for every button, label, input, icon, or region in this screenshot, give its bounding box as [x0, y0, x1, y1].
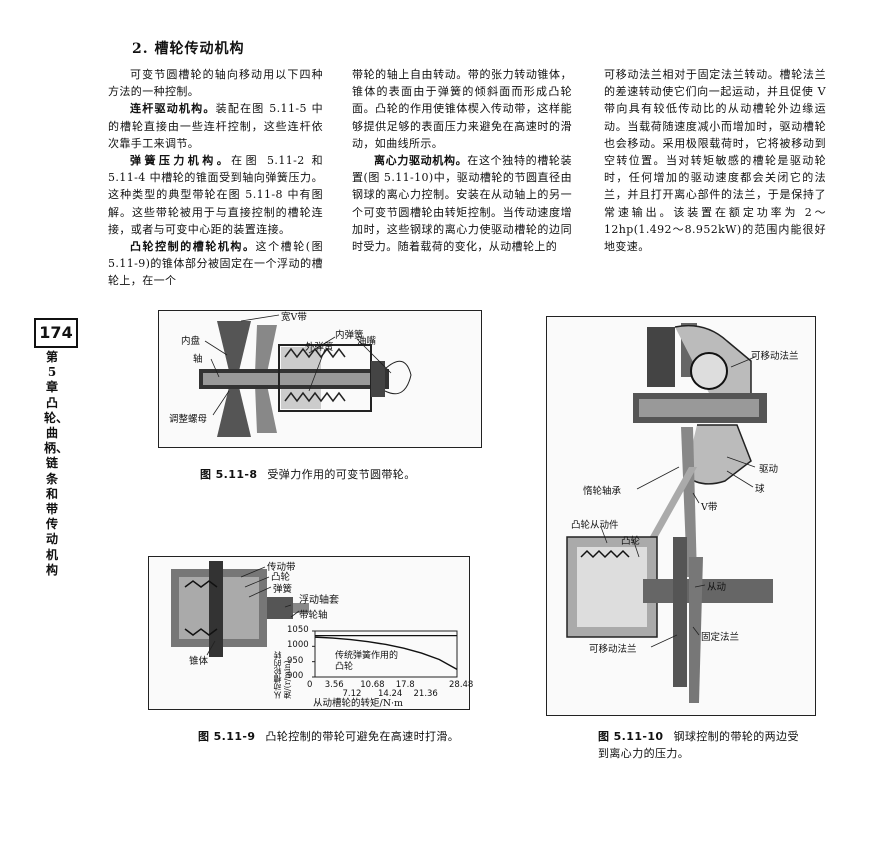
label-pulley-shaft: 带轮轴	[299, 610, 328, 621]
chapter-label: 第5章 凸轮、曲柄、链条和带传动机构	[44, 350, 69, 577]
y-tick-label: 1000	[287, 640, 309, 651]
label-belt: 传动带	[267, 562, 296, 573]
label-driven: 从动	[707, 582, 727, 593]
chart-frame	[314, 630, 458, 678]
paragraph-text: 带轮的轴上自由转动。带的张力转动锥体，锥体的表面由于弹簧的倾斜面而形成凸轮面。凸…	[352, 68, 572, 150]
paragraph-text: 可移动法兰相对于固定法兰转动。槽轮法兰的差速转动使它们向一起运动，并且促使 V …	[604, 68, 826, 254]
label-idler-bearing: 惰轮轴承	[583, 486, 622, 497]
x-tick-label: 0	[307, 680, 313, 690]
paragraph-heading: 凸轮控制的槽轮机构。	[130, 240, 256, 254]
caption-5-11-8: 图 5.11-8 受弹力作用的可变节圆带轮。	[200, 466, 460, 483]
page-number: 174	[34, 318, 78, 348]
y-tick-label: 1050	[287, 625, 309, 635]
label-outer-spring: 外弹簧	[305, 342, 334, 353]
x-tick-label: 3.56	[324, 680, 344, 690]
paragraph: 带轮的轴上自由转动。带的张力转动锥体，锥体的表面由于弹簧的倾斜面而形成凸轮面。凸…	[352, 66, 572, 152]
body-column-1: 可变节圆槽轮的轴向移动用以下四种方法的一种控制。连杆驱动机构。装配在图 5.11…	[108, 66, 323, 290]
caption-number: 图 5.11-8	[200, 468, 258, 481]
label-cone: 锥体	[189, 656, 209, 667]
label-fixed-flange: 固定法兰	[701, 632, 740, 643]
label-cam: 凸轮	[621, 536, 641, 547]
x-axis-label: 从动槽轮的转矩/N·m	[313, 698, 404, 709]
y-tick-label: 900	[287, 671, 304, 681]
label-oil-cup: 油嘴	[357, 336, 377, 347]
series-line-1	[314, 636, 458, 670]
paragraph-text: 可变节圆槽轮的轴向移动用以下四种方法的一种控制。	[108, 68, 323, 99]
cam-pulley-drawing	[149, 557, 469, 709]
label-drive: 驱动	[759, 464, 779, 475]
paragraph: 离心力驱动机构。在这个独特的槽轮装置(图 5.11-10)中，驱动槽轮的节圆直径…	[352, 152, 572, 255]
caption-5-11-9: 图 5.11-9 凸轮控制的带轮可避免在高速时打滑。	[198, 728, 468, 745]
figure-5-11-8: 宽V带 内盘 内弹簧 外弹簧 油嘴 轴 调整螺母	[158, 310, 482, 448]
label-ball: 球	[755, 484, 765, 495]
figure-5-11-9: 传动带 凸轮 弹簧 浮动轴套 带轮轴 锥体 传统弹簧作用的凸轮 从动槽轮的转速/…	[148, 556, 474, 710]
label-floating-sleeve: 浮动轴套	[299, 595, 339, 606]
x-tick-label: 7.12	[342, 689, 362, 699]
paragraph: 弹簧压力机构。在图 5.11-2 和 5.11-4 中槽轮的锥面受到轴向弹簧压力…	[108, 152, 323, 238]
label-movable-flange-top: 可移动法兰	[751, 351, 799, 362]
label-inner-cone: 内盘	[181, 336, 201, 347]
paragraph-text: 在图 5.11-2 和 5.11-4 中槽轮的锥面受到轴向弹簧压力。这种类型的典…	[108, 154, 323, 236]
torque-speed-chart	[312, 630, 458, 678]
paragraph: 可变节圆槽轮的轴向移动用以下四种方法的一种控制。	[108, 66, 323, 100]
ball-pulley-drawing	[547, 317, 815, 715]
x-tick-label: 10.68	[360, 680, 385, 690]
label-spring: 弹簧	[273, 584, 293, 595]
label-cam: 凸轮	[271, 572, 291, 583]
paragraph-heading: 连杆驱动机构。	[130, 102, 216, 116]
body-column-3: 可移动法兰相对于固定法兰转动。槽轮法兰的差速转动使它们向一起运动，并且促使 V …	[604, 66, 826, 255]
body-column-2: 带轮的轴上自由转动。带的张力转动锥体，锥体的表面由于弹簧的倾斜面而形成凸轮面。凸…	[352, 66, 572, 255]
label-wide-v-belt: 宽V带	[281, 312, 307, 323]
x-tick-label: 14.24	[378, 689, 403, 699]
caption-text: 凸轮控制的带轮可避免在高速时打滑。	[265, 730, 460, 743]
y-tick-label: 950	[287, 655, 304, 666]
caption-number: 图 5.11-9	[198, 730, 256, 743]
label-movable-flange-bottom: 可移动法兰	[589, 644, 637, 655]
label-adjust-nut: 调整螺母	[169, 414, 208, 425]
x-tick-label: 17.8	[395, 680, 415, 690]
label-shaft: 轴	[193, 354, 203, 365]
caption-text: 受弹力作用的可变节圆带轮。	[267, 468, 416, 481]
paragraph-text: 在这个独特的槽轮装置(图 5.11-10)中，驱动槽轮的节圆直径由钢球的离心力控…	[352, 154, 572, 254]
caption-text: 钢球控制的带轮的两边受到离心力的压力。	[598, 730, 799, 760]
caption-number: 图 5.11-10	[598, 730, 664, 743]
x-tick-label: 21.36	[413, 689, 438, 699]
spring-pulley-drawing	[159, 311, 481, 447]
section-title: 2. 槽轮传动机构	[132, 41, 245, 57]
label-v-belt: V带	[701, 502, 718, 513]
label-curve: 传统弹簧作用的凸轮	[335, 651, 399, 672]
paragraph: 凸轮控制的槽轮机构。这个槽轮(图 5.11-9)的锥体部分被固定在一个浮动的槽轮…	[108, 238, 323, 290]
paragraph: 连杆驱动机构。装配在图 5.11-5 中的槽轮直接由一些连杆控制，这些连杆依次靠…	[108, 100, 323, 152]
label-cam-follower: 凸轮从动件	[571, 520, 619, 531]
paragraph-text: 装配在图 5.11-5 中的槽轮直接由一些连杆控制，这些连杆依次靠手工来调节。	[108, 102, 323, 150]
x-tick-label: 28.48	[449, 680, 474, 690]
paragraph-text: 这个槽轮(图 5.11-9)的锥体部分被固定在一个浮动的槽轮上，在一个	[108, 240, 323, 288]
figure-5-11-10: 可移动法兰 驱动 球 惰轮轴承 V带 凸轮从动件 凸轮 从动 固定法兰 可移动法…	[546, 316, 816, 716]
paragraph: 可移动法兰相对于固定法兰转动。槽轮法兰的差速转动使它们向一起运动，并且促使 V …	[604, 66, 826, 255]
paragraph-heading: 离心力驱动机构。	[374, 154, 468, 168]
paragraph-heading: 弹簧压力机构。	[130, 154, 232, 168]
label-inner-spring: 内弹簧	[335, 330, 364, 341]
